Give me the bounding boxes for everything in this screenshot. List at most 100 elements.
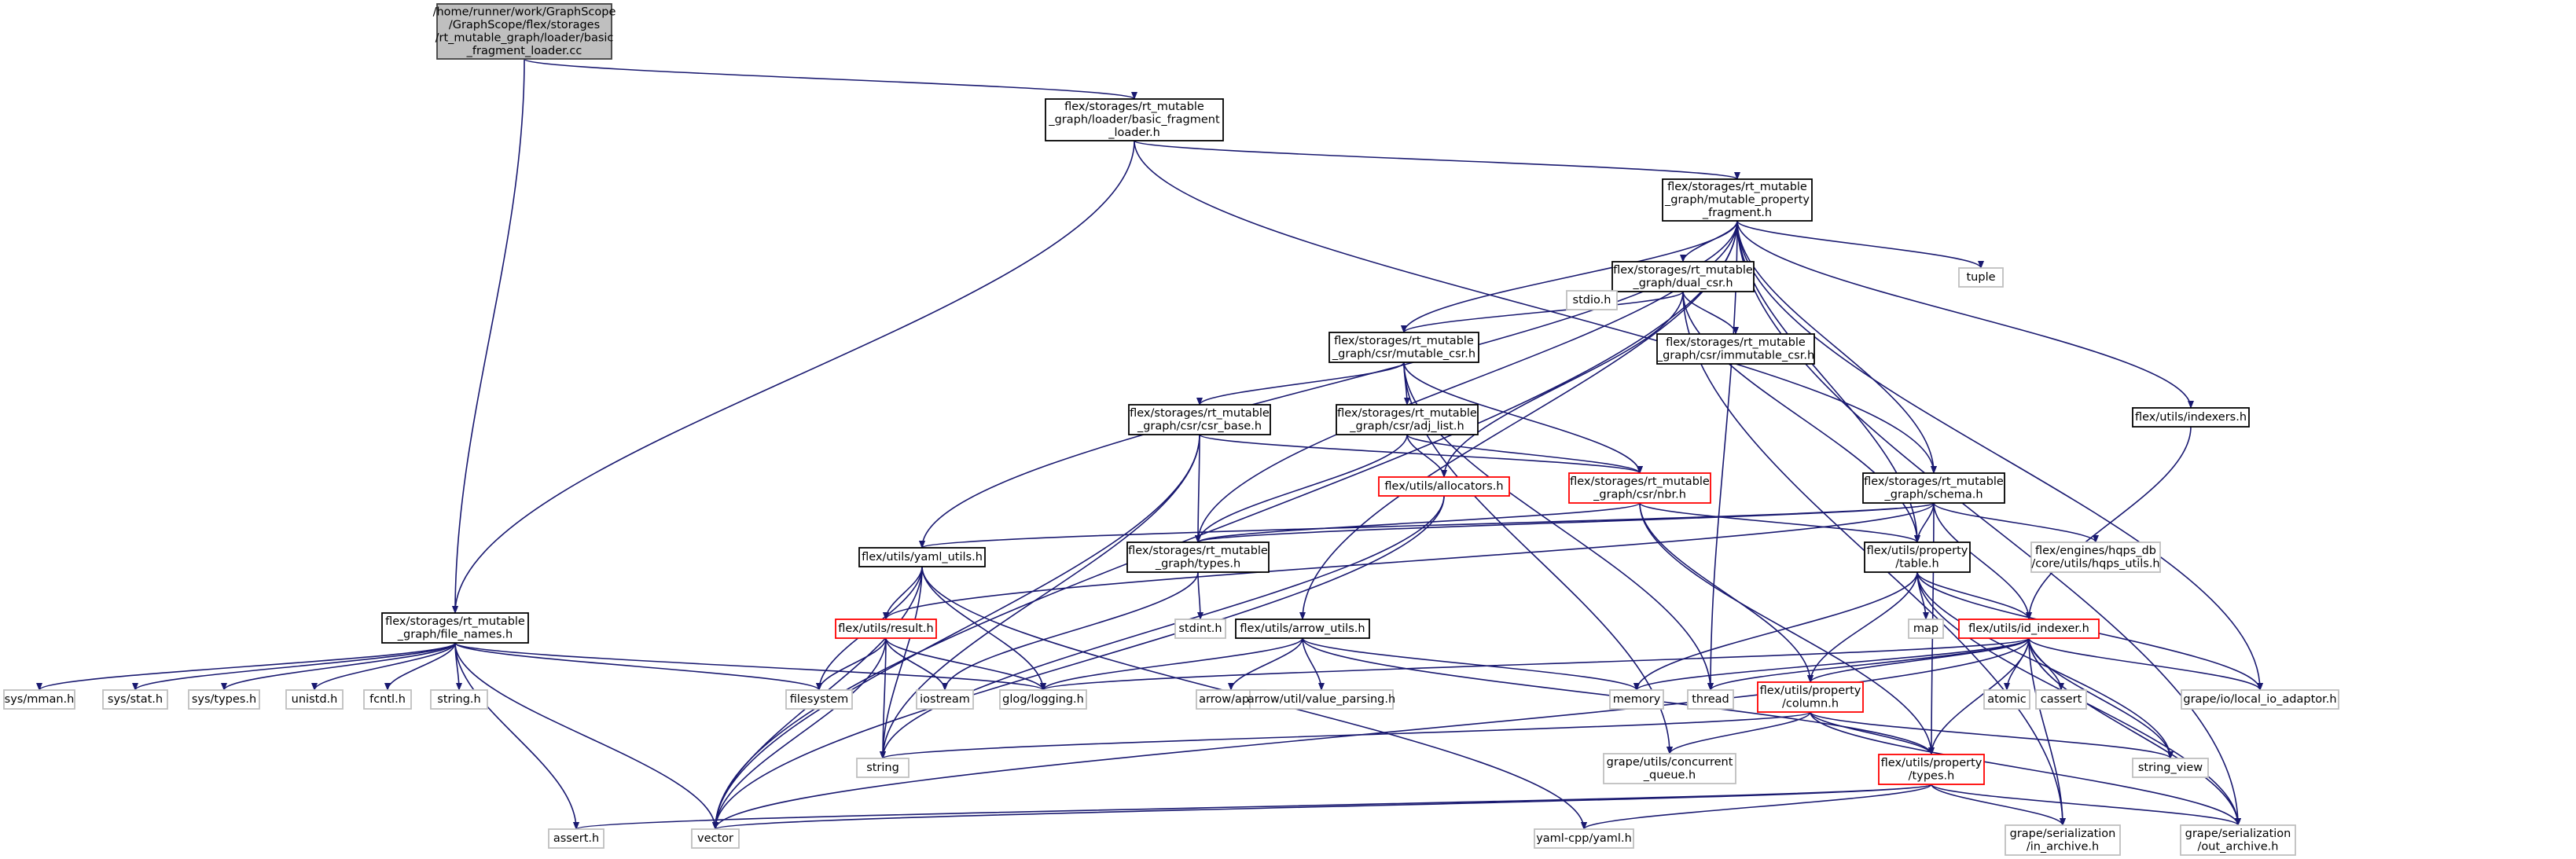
node-arrow-value-parsing-h[interactable]: arrow/util/value_parsing.h: [1248, 689, 1395, 710]
node-glog-logging-h[interactable]: glog/logging.h: [999, 689, 1087, 710]
node-indexers-h[interactable]: flex/utils/indexers.h: [2132, 407, 2250, 428]
edge-csr-base-h-to-vector: [712, 434, 1200, 830]
node-label-line: flex/storages/rt_mutable: [1570, 475, 1710, 488]
node-column-h[interactable]: flex/utils/property/column.h: [1757, 681, 1864, 713]
node-yaml-cpp-yaml-h[interactable]: yaml-cpp/yaml.h: [1534, 828, 1634, 849]
edge-arrow-utils-h-to-arrow-api-h: [1228, 637, 1303, 691]
node-label-line: flex/storages/rt_mutable: [1128, 545, 1268, 557]
node-root[interactable]: /home/runner/work/GraphScope/GraphScope/…: [433, 3, 616, 60]
node-concurrent-queue-h[interactable]: grape/utils/concurrent_queue.h: [1603, 753, 1736, 784]
node-layer: /home/runner/work/GraphScope/GraphScope/…: [3, 3, 2339, 856]
edge-mutable-csr-h-to-csr-base-h: [1196, 362, 1405, 406]
edge-table-h-to-string-view: [1916, 571, 2174, 759]
node-property-types-h[interactable]: flex/utils/property/types.h: [1878, 754, 1985, 785]
node-out-archive-h[interactable]: grape/serialization/out_archive.h: [2180, 824, 2296, 856]
node-allocators-h[interactable]: flex/utils/allocators.h: [1378, 476, 1510, 497]
node-label-line: string.h: [437, 693, 480, 706]
node-box: [1958, 619, 2100, 639]
edge-schema-h-to-types-h: [1195, 502, 1935, 543]
node-label-line: flex/storages/rt_mutable: [1613, 264, 1753, 277]
node-label-line: string_view: [2138, 762, 2203, 774]
node-thread[interactable]: thread: [1687, 689, 1734, 710]
node-nbr-h[interactable]: flex/storages/rt_mutable_graph/csr/nbr.h: [1568, 472, 1711, 504]
node-sys-types-h[interactable]: sys/types.h: [188, 689, 260, 710]
node-label-line: flex/storages/rt_mutable: [385, 615, 525, 628]
node-box: [858, 547, 986, 567]
node-sys-stat-h[interactable]: sys/stat.h: [102, 689, 168, 710]
node-label-line: flex/utils/result.h: [838, 622, 933, 635]
node-arrow-utils-h[interactable]: flex/utils/arrow_utils.h: [1235, 619, 1370, 639]
node-unistd-h[interactable]: unistd.h: [285, 689, 344, 710]
node-atomic[interactable]: atomic: [1983, 689, 2030, 710]
node-assert-h[interactable]: assert.h: [548, 828, 604, 849]
node-tuple[interactable]: tuple: [1958, 267, 2004, 288]
node-box: [3, 689, 75, 710]
node-sys-mman-h[interactable]: sys/mman.h: [3, 689, 75, 710]
node-filesystem[interactable]: filesystem: [785, 689, 853, 710]
node-box: [2030, 541, 2161, 573]
node-label-line: /home/runner/work/GraphScope: [433, 6, 616, 18]
node-immutable-csr-h[interactable]: flex/storages/rt_mutable_graph/csr/immut…: [1656, 333, 1815, 365]
node-basic-fragment-loader-h[interactable]: flex/storages/rt_mutable_graph/loader/ba…: [1045, 98, 1224, 141]
edge-file-names-h-to-assert-h: [454, 642, 579, 830]
node-label-line: flex/utils/property: [1867, 545, 1968, 557]
edge-result-h-to-iostream: [885, 637, 948, 691]
node-map[interactable]: map: [1908, 619, 1944, 639]
edge-table-h-to-id-indexer-h: [1916, 571, 2032, 620]
node-schema-h[interactable]: flex/storages/rt_mutable_graph/schema.h: [1862, 472, 2005, 504]
node-local-io-adaptor-h[interactable]: grape/io/local_io_adaptor.h: [2181, 689, 2339, 710]
node-label-line: flex/utils/allocators.h: [1384, 480, 1503, 493]
node-cassert[interactable]: cassert: [2035, 689, 2087, 710]
node-label-line: grape/io/local_io_adaptor.h: [2183, 693, 2336, 706]
edge-result-h-to-glog-logging-h: [885, 637, 1046, 691]
node-hqps-utils-h[interactable]: flex/engines/hqps_db/core/utils/hqps_uti…: [2030, 541, 2161, 573]
node-label-line: grape/utils/concurrent: [1607, 756, 1733, 769]
node-label-line: map: [1913, 622, 1938, 635]
node-string-h[interactable]: string.h: [430, 689, 488, 710]
node-iostream[interactable]: iostream: [916, 689, 974, 710]
edge-property-types-h-to-in-archive-h: [1931, 784, 2066, 826]
edge-file-names-h-to-sys-stat-h: [132, 642, 456, 691]
node-memory[interactable]: memory: [1609, 689, 1664, 710]
node-string[interactable]: string: [856, 758, 910, 778]
node-label-line: _graph/dual_csr.h: [1632, 277, 1733, 289]
node-label-line: arrow/util/value_parsing.h: [1248, 693, 1395, 706]
node-box: [2005, 824, 2121, 856]
node-stdint-h[interactable]: stdint.h: [1174, 619, 1226, 639]
edge-id-indexer-h-to-property-types-h: [1928, 637, 2030, 755]
edge-yaml-utils-h-to-string: [880, 566, 923, 759]
node-mutable-csr-h[interactable]: flex/storages/rt_mutable_graph/csr/mutab…: [1328, 332, 1479, 363]
node-file-names-h[interactable]: flex/storages/rt_mutable_graph/file_name…: [381, 612, 529, 644]
node-label-line: /rt_mutable_graph/loader/basic: [435, 31, 614, 44]
edge-mutable-property-fragment-h-to-out-archive-h: [1736, 220, 2241, 826]
node-label-line: flex/storages/rt_mutable: [1667, 181, 1807, 193]
node-label-line: flex/utils/property: [1760, 685, 1861, 697]
edge-file-names-h-to-sys-mman-h: [36, 642, 456, 691]
node-label-line: /core/utils/hqps_utils.h: [2031, 557, 2159, 570]
node-box: [1235, 619, 1370, 639]
edge-id-indexer-h-to-vector: [712, 637, 2030, 830]
node-adj-list-h[interactable]: flex/storages/rt_mutable_graph/csr/adj_l…: [1336, 404, 1479, 435]
node-box: [1662, 178, 1813, 222]
node-result-h[interactable]: flex/utils/result.h: [835, 619, 937, 639]
node-string-view[interactable]: string_view: [2132, 758, 2209, 778]
node-stdio-h[interactable]: stdio.h: [1566, 290, 1618, 310]
edge-file-names-h-to-filesystem: [454, 642, 822, 691]
node-box: [916, 689, 974, 710]
node-mutable-property-fragment-h[interactable]: flex/storages/rt_mutable_graph/mutable_p…: [1662, 178, 1813, 222]
node-id-indexer-h[interactable]: flex/utils/id_indexer.h: [1958, 619, 2100, 639]
node-label-line: _graph/csr/nbr.h: [1593, 488, 1686, 501]
node-vector[interactable]: vector: [691, 828, 740, 849]
node-yaml-utils-h[interactable]: flex/utils/yaml_utils.h: [858, 547, 986, 567]
node-box: [1045, 98, 1224, 141]
node-in-archive-h[interactable]: grape/serialization/in_archive.h: [2005, 824, 2121, 856]
edge-file-names-h-to-unistd-h: [311, 642, 456, 691]
node-box: [1611, 261, 1755, 292]
edge-mutable-property-fragment-h-to-local-io-adaptor-h: [1736, 220, 2263, 691]
node-table-h[interactable]: flex/utils/property/table.h: [1864, 541, 1971, 573]
node-dual-csr-h[interactable]: flex/storages/rt_mutable_graph/dual_csr.…: [1611, 261, 1755, 292]
node-fcntl-h[interactable]: fcntl.h: [363, 689, 412, 710]
node-types-h[interactable]: flex/storages/rt_mutable_graph/types.h: [1126, 541, 1270, 573]
node-csr-base-h[interactable]: flex/storages/rt_mutable_graph/csr/csr_b…: [1128, 404, 1271, 435]
